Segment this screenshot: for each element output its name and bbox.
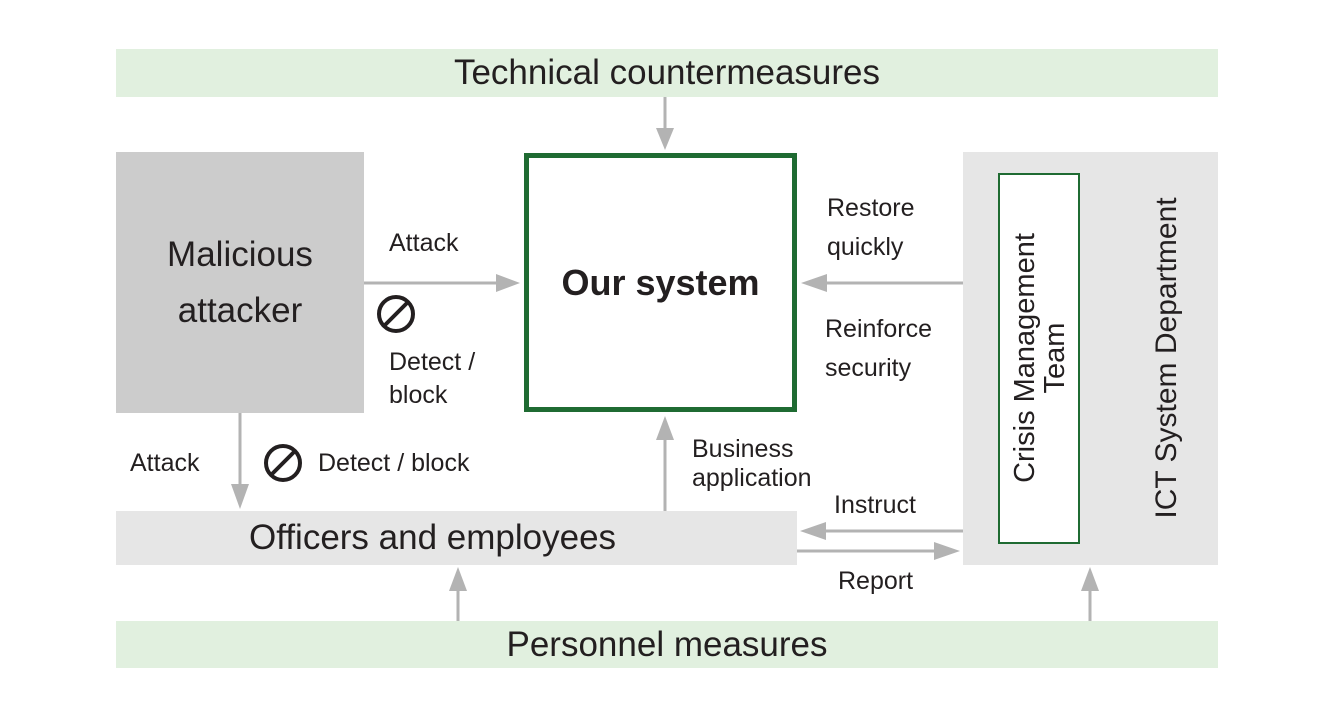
restore-line1: Restore xyxy=(827,194,915,222)
restore-line2: quickly xyxy=(827,233,904,261)
reinforce-security-label: Reinforce security xyxy=(825,310,932,388)
arrowhead-business-application xyxy=(656,416,674,440)
our-system-label: Our system xyxy=(561,261,760,303)
arrowhead-instruct xyxy=(800,522,826,540)
business-application-label: Business application xyxy=(692,435,812,493)
detect-right-line1: Detect / xyxy=(389,348,476,376)
attacker-label-line2: attacker xyxy=(177,290,303,330)
attacker-label-line1: Malicious xyxy=(167,234,313,274)
arrowhead-report xyxy=(934,542,960,560)
crisis-management-team-box xyxy=(998,173,1080,544)
arrowhead-ict-to-system xyxy=(801,274,827,292)
reinforce-line1: Reinforce xyxy=(825,315,932,343)
personnel-measures-label: Personnel measures xyxy=(506,624,828,664)
technical-countermeasures-band: Technical countermeasures xyxy=(116,49,1218,97)
detect-block-label-down: Detect / block xyxy=(318,449,470,477)
arrowhead-personnel-to-officers xyxy=(449,567,467,591)
business-line2: application xyxy=(692,464,812,492)
arrowhead-technical-to-system xyxy=(656,128,674,150)
arrowhead-personnel-to-ict xyxy=(1081,567,1099,591)
detect-right-line2: block xyxy=(389,381,448,409)
detect-block-label-right: Detect / block xyxy=(389,346,475,412)
our-system-box: Our system xyxy=(524,153,797,412)
arrowhead-attack-to-officers xyxy=(231,484,249,509)
attack-label-right: Attack xyxy=(389,229,459,257)
reinforce-line2: security xyxy=(825,354,912,382)
instruct-label: Instruct xyxy=(834,491,916,519)
prohibited-icon xyxy=(377,295,415,333)
officers-label: Officers and employees xyxy=(249,518,617,557)
attack-label-down: Attack xyxy=(130,449,200,477)
malicious-attacker-box: Malicious attacker xyxy=(116,152,364,413)
officers-and-employees-box: Officers and employees xyxy=(116,511,797,565)
business-line1: Business xyxy=(692,435,794,463)
technical-countermeasures-label: Technical countermeasures xyxy=(453,53,881,92)
personnel-measures-band: Personnel measures xyxy=(116,621,1218,668)
arrowhead-attack-to-system xyxy=(496,274,520,292)
restore-quickly-label: Restore quickly xyxy=(827,189,915,267)
prohibited-icon xyxy=(264,444,302,482)
report-label: Report xyxy=(838,567,914,595)
